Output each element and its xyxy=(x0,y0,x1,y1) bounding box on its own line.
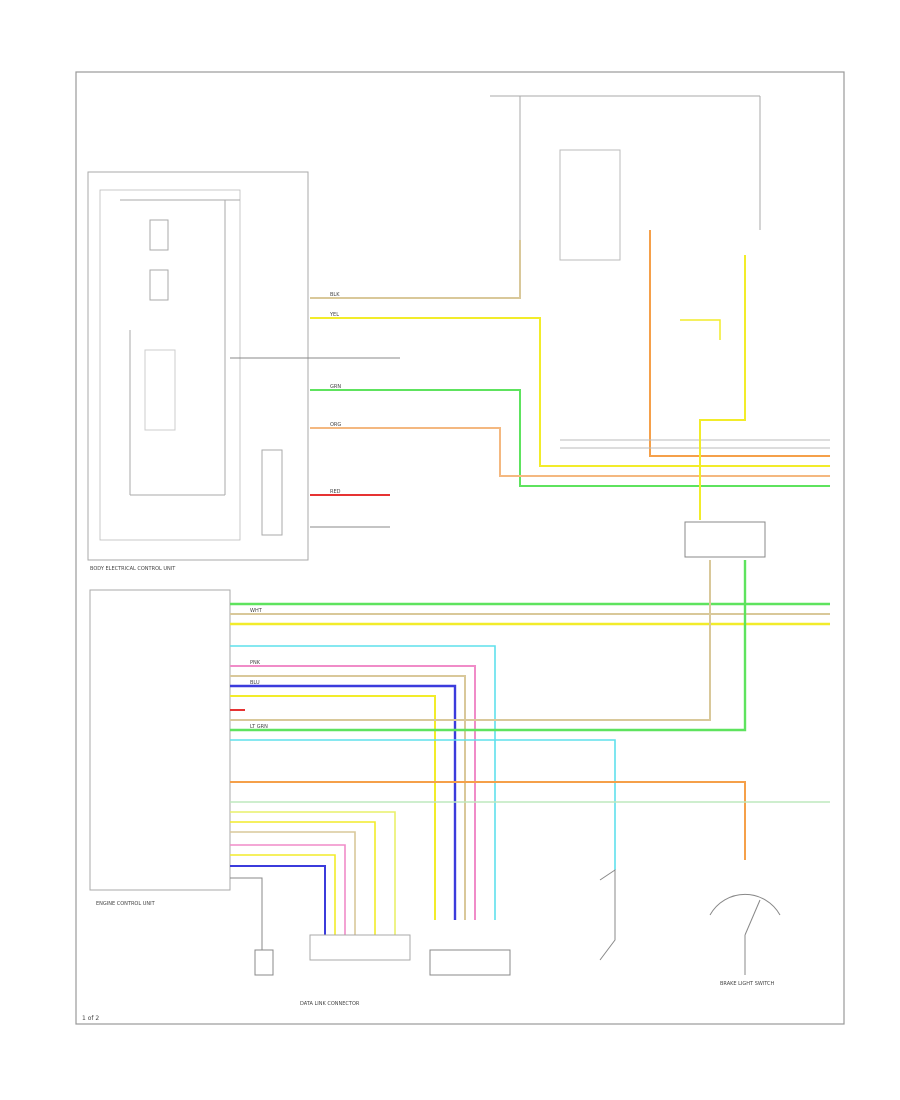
wire-tan-1 xyxy=(310,240,521,299)
bottom-right-switch-arc xyxy=(709,893,781,916)
wire-pink-2 xyxy=(230,844,346,935)
wire-label-pnk: PNK xyxy=(250,660,261,666)
inner-connector-block xyxy=(261,449,283,536)
top-left-module-label: BODY ELECTRICAL CONTROL UNIT xyxy=(90,566,176,572)
control-unit-box xyxy=(89,589,231,891)
wire-label-lt-grn: LT GRN xyxy=(250,724,268,730)
bottom-left-connector xyxy=(309,934,411,961)
wire-yellow-8 xyxy=(230,854,336,935)
bottom-center-connector xyxy=(429,949,511,976)
wire-label-blk: BLK xyxy=(330,292,340,298)
bottom-mid-switch xyxy=(599,869,616,961)
wire-label-blu: BLU xyxy=(250,680,260,686)
wire-orange-1 xyxy=(649,230,830,457)
diagram-frame xyxy=(75,71,845,1025)
relay-box xyxy=(559,149,621,261)
corner-code: 1 of 2 xyxy=(82,1015,99,1022)
wire-yellow-3 xyxy=(680,319,721,340)
wire-blue-1 xyxy=(230,684,457,920)
bottom-small-box xyxy=(254,949,274,976)
wire-label-red: RED xyxy=(330,489,341,495)
wire-pink-1 xyxy=(230,665,476,920)
inner-component-3 xyxy=(144,349,176,431)
inner-component-1 xyxy=(149,219,169,251)
top-left-module-box xyxy=(87,171,309,561)
wire-label-grn: GRN xyxy=(330,384,341,390)
wire-cyan-1 xyxy=(230,645,496,920)
wire-green-3 xyxy=(230,560,747,732)
wire-lt-orange-1 xyxy=(310,427,830,477)
wire-yellow-2 xyxy=(699,255,746,520)
wire-blue-2 xyxy=(230,865,326,935)
wire-gray-5 xyxy=(230,877,263,950)
wire-tan-4 xyxy=(230,560,711,721)
wire-cyan-2 xyxy=(230,739,616,870)
switch-block xyxy=(684,521,766,558)
wire-label-wht: WHT xyxy=(250,608,263,614)
bottom-right-switch-label: BRAKE LIGHT SWITCH xyxy=(720,981,775,987)
wire-label-org: ORG xyxy=(330,422,341,428)
wire-tan-5 xyxy=(230,831,356,935)
control-unit-label: ENGINE CONTROL UNIT xyxy=(96,901,156,907)
wire-green-1 xyxy=(310,389,830,487)
wire-yellow-6 xyxy=(230,811,396,935)
wire-yellow-7 xyxy=(230,821,376,935)
bottom-right-switch-lever xyxy=(744,899,761,936)
wire-label-yel: YEL xyxy=(329,312,339,318)
wire-orange-2 xyxy=(230,781,746,860)
inner-component-2 xyxy=(149,269,169,301)
wire-tan-3 xyxy=(230,675,466,920)
inner-left-box xyxy=(99,189,241,541)
wire-yellow-1 xyxy=(310,317,830,467)
wire-yellow-5 xyxy=(230,695,436,920)
bottom-center-connector-label: DATA LINK CONNECTOR xyxy=(300,1001,360,1007)
